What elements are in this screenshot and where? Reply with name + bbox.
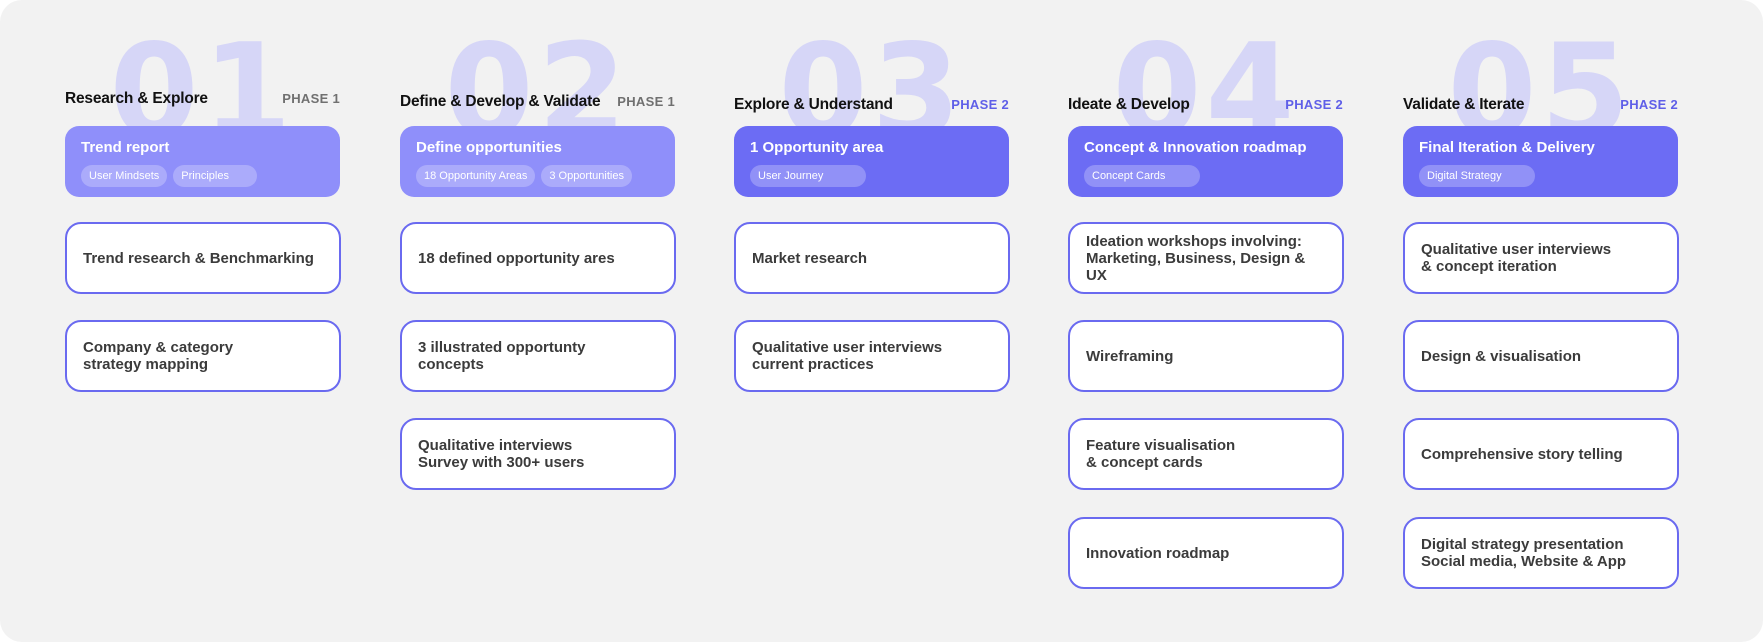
- phase-title: Define & Develop & Validate: [400, 93, 601, 110]
- task-text: Trend research & Benchmarking: [83, 249, 314, 267]
- tag: User Mindsets: [81, 165, 168, 187]
- task-card: Qualitative user interviews & concept it…: [1403, 222, 1679, 294]
- task-text: Feature visualisation & concept cards: [1086, 437, 1236, 471]
- task-text: Wireframing: [1086, 347, 1174, 365]
- tag-list: 18 Opportunity Areas 3 Opportunities: [416, 165, 659, 187]
- task-text: 3 illustrated opportunty concepts: [418, 339, 586, 373]
- phase-heading: Explore & Understand PHASE 2: [734, 96, 1009, 114]
- tag-list: User Journey: [750, 165, 993, 187]
- phase-title: Ideate & Develop: [1068, 96, 1190, 113]
- task-card: Qualitative interviews Survey with 300+ …: [400, 418, 676, 490]
- task-card: Design & visualisation: [1403, 320, 1679, 392]
- phase-heading: Ideate & Develop PHASE 2: [1068, 96, 1343, 114]
- phase-number: 04: [1112, 28, 1299, 130]
- phase-number: 03: [778, 28, 965, 130]
- phase-column-02: 02 Define & Develop & Validate PHASE 1 D…: [400, 0, 676, 642]
- summary-title: 1 Opportunity area: [750, 139, 884, 156]
- phase-heading: Validate & Iterate PHASE 2: [1403, 96, 1678, 114]
- task-card: Company & category strategy mapping: [65, 320, 341, 392]
- task-card: Qualitative user interviews current prac…: [734, 320, 1010, 392]
- phase-label: PHASE 1: [282, 91, 340, 106]
- summary-card: 1 Opportunity area User Journey: [734, 126, 1009, 197]
- task-card: Innovation roadmap: [1068, 517, 1344, 589]
- phase-number: 05: [1447, 28, 1634, 130]
- tag: Concept Cards: [1084, 165, 1200, 187]
- phase-number: 02: [444, 28, 631, 130]
- summary-title: Final Iteration & Delivery: [1419, 139, 1595, 156]
- tag: 18 Opportunity Areas: [416, 165, 536, 187]
- phase-label: PHASE 1: [617, 94, 675, 109]
- task-text: Market research: [752, 249, 868, 267]
- phase-column-04: 04 Ideate & Develop PHASE 2 Concept & In…: [1068, 0, 1344, 642]
- summary-card: Concept & Innovation roadmap Concept Car…: [1068, 126, 1343, 197]
- summary-title: Concept & Innovation roadmap: [1084, 139, 1307, 156]
- task-card: Comprehensive story telling: [1403, 418, 1679, 490]
- summary-title: Trend report: [81, 139, 170, 156]
- phase-title: Explore & Understand: [734, 96, 893, 113]
- task-text: Qualitative user interviews current prac…: [752, 339, 943, 373]
- summary-title: Define opportunities: [416, 139, 562, 156]
- phase-label: PHASE 2: [1285, 97, 1343, 112]
- tag: User Journey: [750, 165, 866, 187]
- summary-card: Trend report User Mindsets Principles: [65, 126, 340, 197]
- tag: Digital Strategy: [1419, 165, 1535, 187]
- tag-list: Digital Strategy: [1419, 165, 1662, 187]
- task-text: Qualitative interviews Survey with 300+ …: [418, 437, 585, 471]
- task-card: Feature visualisation & concept cards: [1068, 418, 1344, 490]
- phase-heading: Research & Explore PHASE 1: [65, 90, 340, 108]
- task-text: Qualitative user interviews & concept it…: [1421, 241, 1612, 275]
- task-card: 3 illustrated opportunty concepts: [400, 320, 676, 392]
- task-text: Comprehensive story telling: [1421, 445, 1623, 463]
- tag-list: User Mindsets Principles: [81, 165, 324, 187]
- phase-title: Validate & Iterate: [1403, 96, 1525, 113]
- phase-label: PHASE 2: [1620, 97, 1678, 112]
- summary-card: Define opportunities 18 Opportunity Area…: [400, 126, 675, 197]
- task-card: Market research: [734, 222, 1010, 294]
- summary-card: Final Iteration & Delivery Digital Strat…: [1403, 126, 1678, 197]
- task-text: Digital strategy presentation Social med…: [1421, 536, 1627, 570]
- task-card: Ideation workshops involving: Marketing,…: [1068, 222, 1344, 294]
- task-text: Company & category strategy mapping: [83, 339, 234, 373]
- tag: Principles: [173, 165, 258, 187]
- tag-list: Concept Cards: [1084, 165, 1327, 187]
- phase-column-05: 05 Validate & Iterate PHASE 2 Final Iter…: [1403, 0, 1679, 642]
- task-text: Ideation workshops involving: Marketing,…: [1086, 232, 1306, 284]
- task-card: Wireframing: [1068, 320, 1344, 392]
- phase-column-03: 03 Explore & Understand PHASE 2 1 Opport…: [734, 0, 1010, 642]
- task-text: Innovation roadmap: [1086, 544, 1230, 562]
- task-card: 18 defined opportunity ares: [400, 222, 676, 294]
- task-text: Design & visualisation: [1421, 347, 1582, 365]
- tag: 3 Opportunities: [541, 165, 632, 187]
- phase-label: PHASE 2: [951, 97, 1009, 112]
- task-text: 18 defined opportunity ares: [418, 249, 615, 267]
- task-card: Trend research & Benchmarking: [65, 222, 341, 294]
- task-card: Digital strategy presentation Social med…: [1403, 517, 1679, 589]
- phase-number: 01: [109, 28, 296, 130]
- phase-heading: Define & Develop & Validate PHASE 1: [400, 93, 675, 111]
- phase-column-01: 01 Research & Explore PHASE 1 Trend repo…: [65, 0, 341, 642]
- phase-title: Research & Explore: [65, 90, 208, 107]
